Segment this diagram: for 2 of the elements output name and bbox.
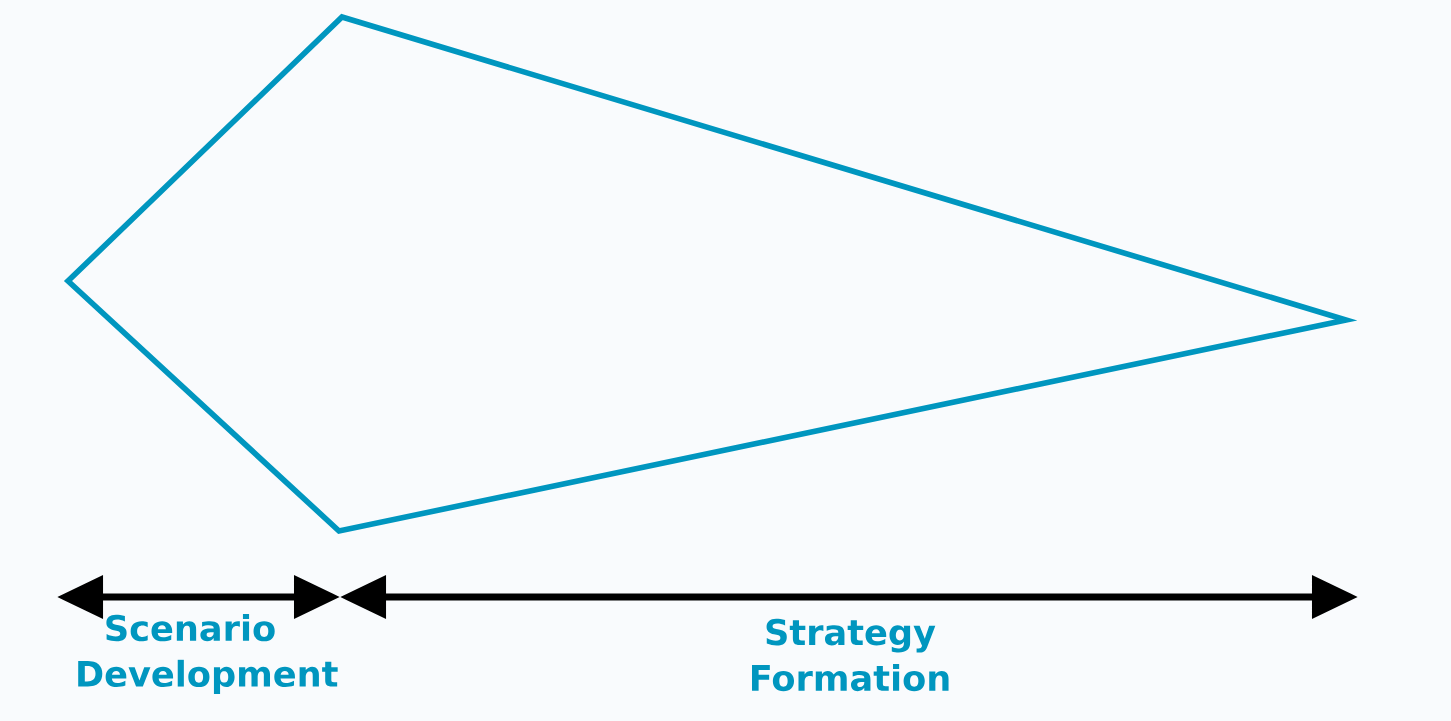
phase-label: Scenario Development (78, 614, 338, 694)
phase-label: Strategy Formation (752, 618, 949, 692)
